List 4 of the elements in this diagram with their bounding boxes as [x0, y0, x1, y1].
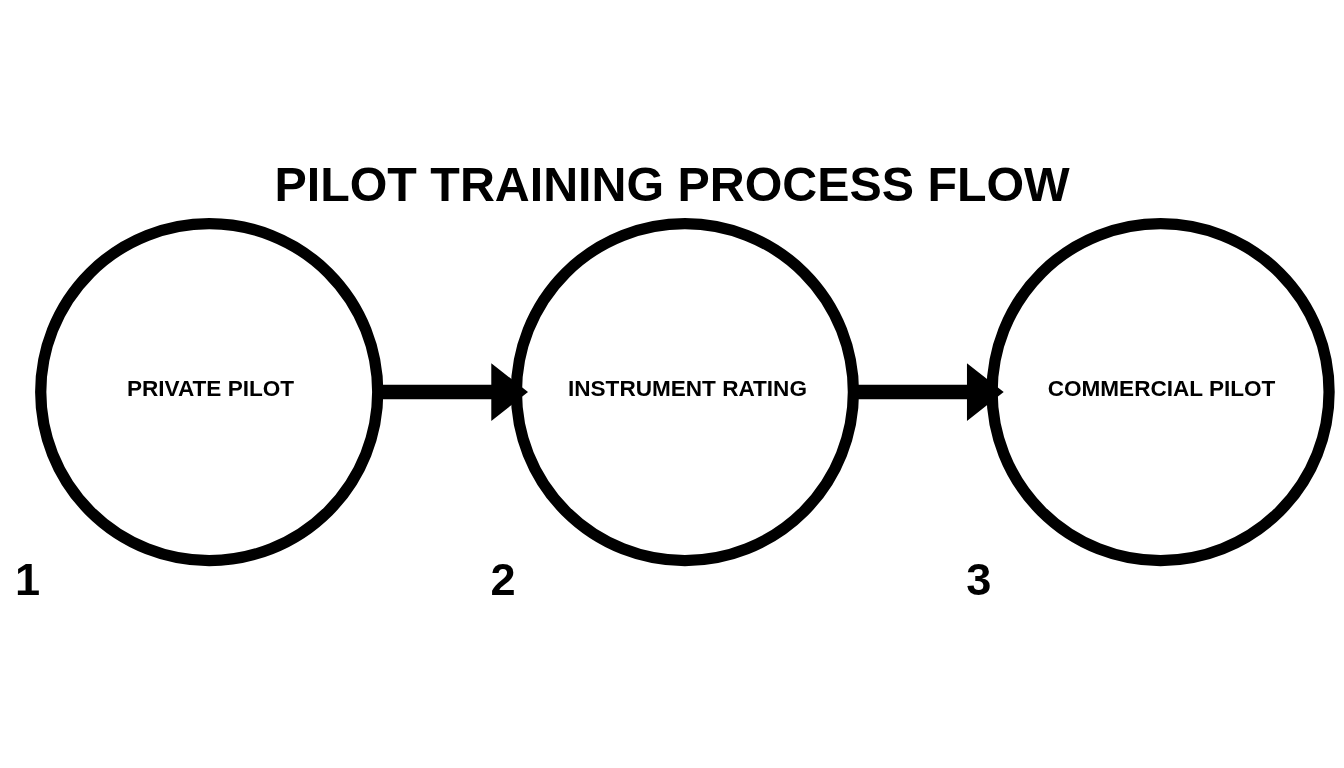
node-circle: COMMERCIAL PILOT: [986, 217, 1335, 567]
node-circle: INSTRUMENT RATING: [510, 217, 860, 567]
node-circle: PRIVATE PILOT: [35, 217, 384, 567]
diagram-title: PILOT TRAINING PROCESS FLOW: [274, 156, 1070, 211]
